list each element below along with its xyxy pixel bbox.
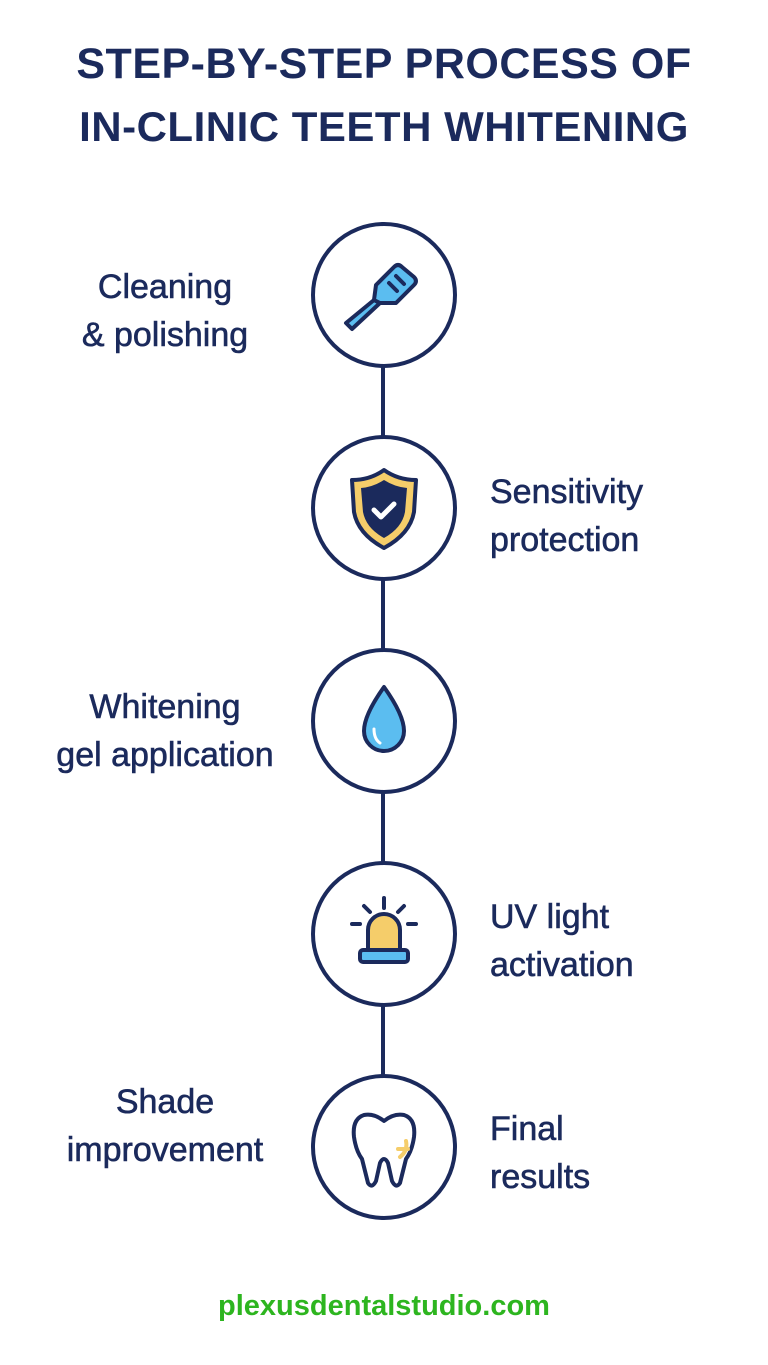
page-title-line-1: STEP-BY-STEP PROCESS OF bbox=[76, 40, 692, 88]
step-4-circle bbox=[311, 861, 457, 1007]
step-2-circle bbox=[311, 435, 457, 581]
step-2-label: Sensitivity protection bbox=[490, 468, 644, 564]
step-3-label-line-1: Whitening bbox=[89, 688, 241, 727]
step-4-label-line-2: activation bbox=[490, 946, 634, 985]
connector-line bbox=[381, 786, 385, 866]
step-3-label: Whitening gel application bbox=[10, 683, 320, 779]
step-5-label-line-2: results bbox=[490, 1158, 591, 1197]
step-5-left-label: Shade improvement bbox=[10, 1078, 320, 1174]
page-title-line-2: IN-CLINIC TEETH WHITENING bbox=[79, 103, 689, 150]
uv-lamp-icon bbox=[350, 896, 418, 964]
step-4-label-line-1: UV light bbox=[490, 898, 610, 937]
step-5-left-label-line-1: Shade bbox=[115, 1083, 215, 1122]
step-3-circle bbox=[311, 648, 457, 794]
step-5-label-line-1: Final bbox=[490, 1110, 564, 1149]
step-5-left-label-line-2: improvement bbox=[66, 1131, 264, 1170]
step-3-label-line-2: gel application bbox=[56, 736, 274, 775]
step-1-label: Cleaning & polishing bbox=[10, 263, 320, 359]
step-1-label-line-1: Cleaning bbox=[97, 268, 233, 307]
tooth-icon bbox=[351, 1112, 417, 1188]
connector-line bbox=[381, 999, 385, 1079]
step-1-circle bbox=[311, 222, 457, 368]
step-4-label: UV light activation bbox=[490, 893, 634, 989]
website-link[interactable]: plexusdentalstudio.com bbox=[218, 1290, 550, 1322]
shield-check-icon bbox=[350, 468, 418, 550]
toothbrush-icon bbox=[344, 263, 418, 331]
connector-line bbox=[381, 360, 385, 440]
drop-icon bbox=[362, 685, 406, 753]
step-2-label-line-1: Sensitivity bbox=[490, 473, 644, 512]
step-5-label: Final results bbox=[490, 1105, 591, 1201]
step-1-label-line-2: & polishing bbox=[81, 316, 249, 355]
connector-line bbox=[381, 573, 385, 653]
step-5-circle bbox=[311, 1074, 457, 1220]
step-2-label-line-2: protection bbox=[490, 521, 640, 560]
